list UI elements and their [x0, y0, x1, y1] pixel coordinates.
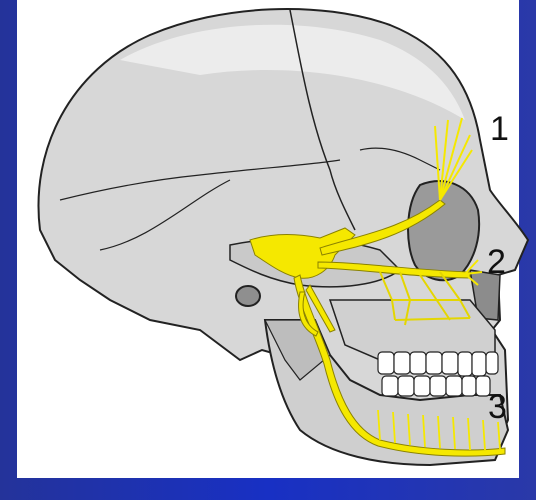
upper-teeth	[378, 352, 498, 376]
callout-label-1: 1	[490, 112, 509, 146]
ear-canal	[236, 286, 260, 306]
callout-label-2: 2	[487, 245, 506, 279]
lower-teeth	[382, 376, 490, 396]
callout-label-3: 3	[488, 390, 507, 424]
